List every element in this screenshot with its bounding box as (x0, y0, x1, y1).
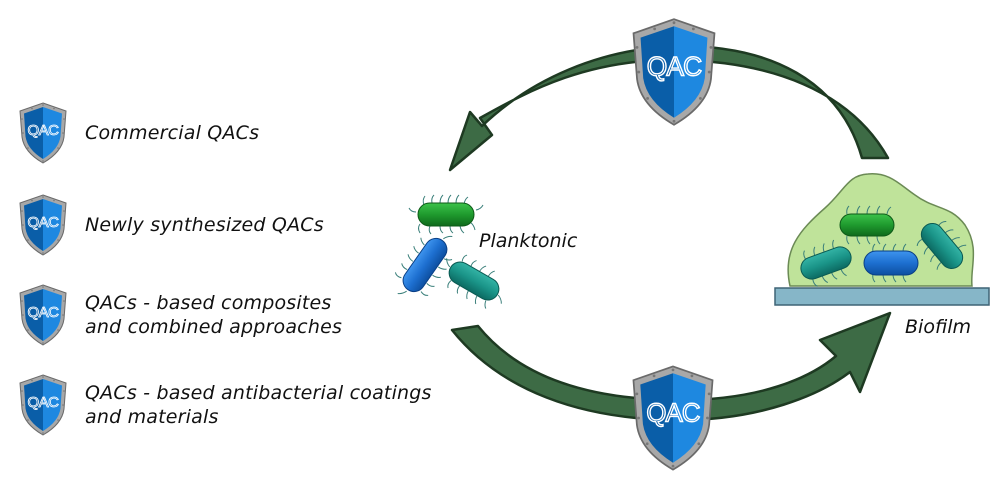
biofilm-bacterium-teal (800, 239, 852, 287)
legend-label-line: Newly synthesized QACs (85, 214, 324, 236)
top-arrow (448, 44, 890, 172)
qac-shield-icon-top (632, 18, 716, 126)
bacterium-green (408, 194, 484, 235)
biofilm-bacterium-blue (863, 243, 919, 283)
legend-item-qac-coatings: QACs - based antibacterial coatings and … (18, 374, 432, 436)
bacterium-teal (446, 254, 502, 309)
legend-label-line: Commercial QACs (85, 122, 260, 144)
legend-item-qac-composites: QACs - based composites and combined app… (18, 284, 342, 346)
biofilm (774, 173, 990, 306)
legend-item-newly-synthesized-qacs: Newly synthesized QACs (18, 194, 324, 256)
bottom-arrow (450, 311, 892, 422)
legend-label: Newly synthesized QACs (85, 213, 324, 237)
planktonic-label: Planktonic (479, 230, 578, 252)
legend-label: QACs - based antibacterial coatings and … (85, 381, 432, 429)
bacterium-blue (394, 235, 453, 296)
legend-label-line: QACs - based composites (85, 292, 332, 314)
legend-item-commercial-qacs: Commercial QACs (18, 102, 259, 164)
substrate (774, 287, 990, 306)
legend-label: QACs - based composites and combined app… (85, 291, 342, 339)
biofilm-bacterium-teal-2 (916, 221, 967, 270)
legend: Commercial QACs Newly synthesized QACs Q… (0, 0, 432, 492)
legend-label-line: and combined approaches (85, 316, 343, 338)
biofilm-label: Biofilm (905, 316, 971, 338)
legend-label-line: and materials (85, 406, 219, 428)
qac-shield-icon-bottom (632, 365, 714, 471)
biofilm-bacterium-green (839, 205, 895, 245)
planktonic-bacteria (394, 194, 502, 309)
legend-label-line: QACs - based antibacterial coatings (85, 382, 432, 404)
legend-label: Commercial QACs (85, 121, 259, 145)
